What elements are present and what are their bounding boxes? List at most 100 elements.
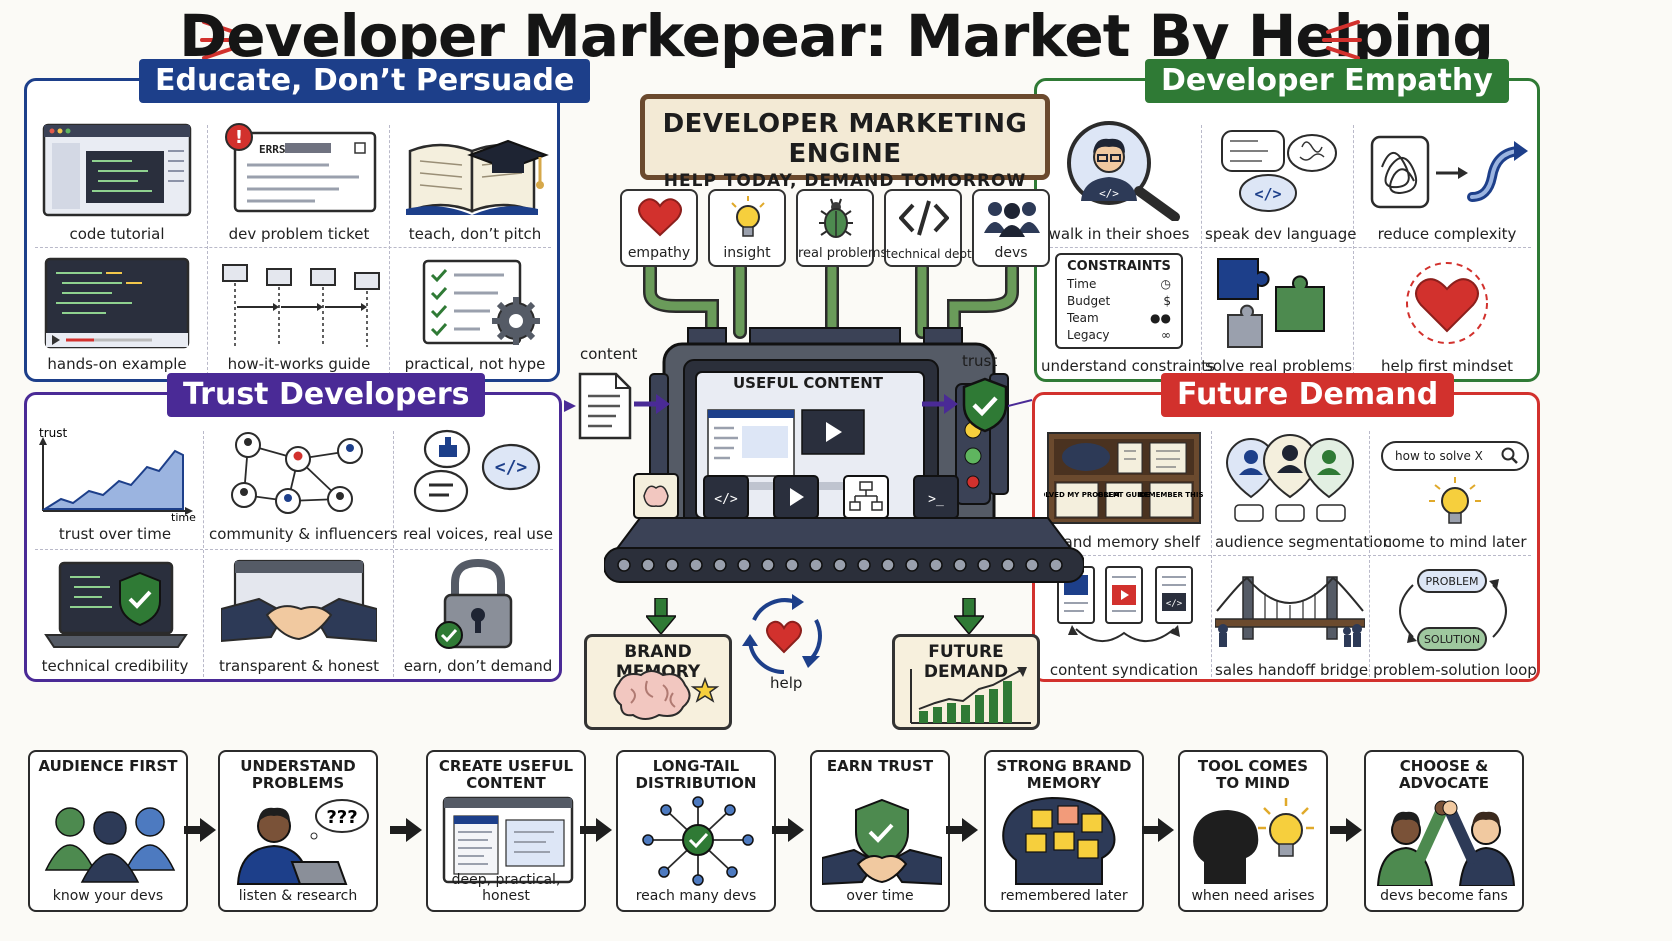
reduce-complexity-item: reduce complexity [1357, 117, 1537, 245]
teach-dont-pitch-label: teach, don’t pitch [408, 225, 542, 243]
step-understand-problems-title: UNDERSTAND PROBLEMS [240, 757, 356, 792]
title-spark-right-icon [1322, 20, 1362, 60]
engine-screen-title: USEFUL CONTENT [732, 374, 883, 392]
future-demand-down-arrow-icon [954, 598, 984, 634]
code-brackets-icon [899, 200, 949, 236]
engine-input-real-problems: real problems [796, 189, 887, 267]
speak-dev-language-item: </> speak dev language [1205, 117, 1356, 245]
trust-chart-y-label: trust [39, 426, 67, 440]
problem-solution-loop-item: PROBLEM SOLUTION problem-solution loop [1373, 563, 1537, 681]
step-earn-trust-title: EARN TRUST [826, 757, 934, 775]
solve-real-problems-label: solve real problems [1205, 357, 1353, 375]
transparent-honest-label: transparent & honest [218, 657, 380, 675]
hands-on-example-label: hands-on example [47, 355, 187, 373]
understand-constraints-label: understand constraints [1041, 357, 1215, 375]
educate-panel-title: Educate, Don’t Persuade [139, 59, 591, 103]
growth-chart-icon [910, 667, 1031, 724]
trust-panel: Trust Developers trust time trust over t… [24, 373, 562, 682]
empathy-panel-title: Developer Empathy [1145, 59, 1509, 103]
people-group-icon [984, 202, 1040, 237]
trust-over-time-item: trust time trust over time [31, 425, 199, 547]
code-editor-icon [42, 123, 192, 217]
step-earn-trust: EARN TRUST over time [810, 750, 950, 912]
constraints-title: CONSTRAINTS [1067, 259, 1171, 274]
bridge-icon [1215, 576, 1365, 647]
problem-solution-loop-label: problem-solution loop [1373, 661, 1537, 679]
loop-arrows-icon [1399, 579, 1507, 643]
content-syndication-item: </> content syndication [1041, 563, 1207, 681]
dev-problem-ticket-item: ! ERRS dev problem ticket [213, 121, 385, 245]
constraint-time: Time [1067, 277, 1097, 291]
earn-dont-demand-item: earn, don’t demand [397, 557, 559, 679]
speech-bubbles-icon: </> [413, 429, 541, 513]
transparent-honest-item: transparent & honest [209, 557, 389, 679]
shield-check-icon [962, 377, 1008, 433]
svg-text:???: ??? [326, 807, 357, 828]
technical-credibility-label: technical credibility [41, 657, 189, 675]
step-audience-first-label: know your devs [52, 888, 164, 904]
engine-subtitle: HELP TODAY, DEMAND TOMORROW [663, 171, 1027, 191]
book-graduation-cap-icon [406, 139, 549, 215]
high-five-devs-icon [1376, 800, 1516, 886]
step-arrow-7-icon [1330, 818, 1362, 842]
handshake-browser-icon [221, 559, 377, 643]
step-arrow-5-icon [946, 818, 978, 842]
video-player-icon [44, 257, 190, 349]
community-network-icon [231, 432, 363, 514]
trust-chart-x-label: time [171, 511, 196, 521]
page-title: Developer Markepear: Market By Helping [179, 2, 1494, 70]
content-arrow-icon [634, 394, 670, 414]
real-voices-label: real voices, real use [403, 525, 553, 543]
walk-in-their-shoes-item: </> walk in their shoes [1041, 117, 1197, 245]
puzzle-pieces-icon [1217, 258, 1325, 348]
step-create-useful-content: CREATE USEFUL CONTENT deep, practical, h… [426, 750, 586, 912]
step-understand-problems-label: listen & research [238, 888, 358, 904]
engine-input-devs-label: devs [994, 245, 1028, 261]
team-icon: ●● [1150, 311, 1171, 325]
heart-icon [638, 198, 682, 237]
help-cycle-label: help [770, 674, 803, 692]
step-arrow-1-icon [184, 818, 216, 842]
engine-input-technical-depth: technical depth [884, 189, 980, 267]
trust-over-time-label: trust over time [58, 525, 172, 543]
trust-growth-chart-icon: trust time [39, 426, 196, 521]
step-strong-brand-memory-title: STRONG BRAND MEMORY [996, 757, 1132, 792]
engine-input-insight: insight [708, 189, 786, 267]
engine-input-technical-depth-label: technical depth [886, 247, 980, 261]
dev-problem-ticket-label: dev problem ticket [228, 225, 370, 243]
shelf-book-guide: GREAT GUIDE [1098, 491, 1151, 499]
brand-memory-output: BRAND MEMORY [584, 634, 732, 730]
flow-steps-icon [222, 264, 380, 347]
hands-on-example-item: hands-on example [33, 255, 201, 379]
walk-in-their-shoes-label: walk in their shoes [1048, 225, 1190, 243]
svg-text:!: ! [235, 127, 243, 148]
brain-star-icon [613, 670, 720, 720]
step-audience-first-title: AUDIENCE FIRST [38, 757, 178, 775]
search-bar[interactable]: how to solve X [1381, 441, 1529, 471]
svg-text:</>: </> [1099, 187, 1119, 200]
come-to-mind-later-item: how to solve X come to mind later [1373, 429, 1537, 553]
technical-credibility-item: technical credibility [31, 557, 199, 679]
educate-panel: Educate, Don’t Persuade code tutorial ! … [24, 59, 591, 382]
code-tutorial-label: code tutorial [69, 225, 165, 243]
engine-input-empathy-label: empathy [627, 245, 691, 261]
title-spark-left-icon [200, 20, 240, 60]
ticket-error-text: ERRS [259, 143, 286, 156]
tangle-to-smooth-icon [1370, 135, 1528, 209]
future-demand-output: FUTURE DEMAND [892, 634, 1040, 730]
future-demand-panel: Future Demand SOLVED MY PROBLEM GREAT GU… [1032, 373, 1540, 682]
future-demand-output-title: FUTURE DEMAND [923, 642, 1009, 682]
dollar-icon: $ [1163, 294, 1171, 308]
clock-icon: ◷ [1160, 277, 1171, 291]
svg-text:</>: </> [1254, 185, 1281, 203]
practical-not-hype-label: practical, not hype [404, 355, 546, 373]
audience-segmentation-item: audience segmentation [1215, 429, 1392, 553]
solve-real-problems-item: solve real problems [1205, 253, 1353, 377]
bookshelf-icon: SOLVED MY PROBLEM GREAT GUIDE REMEMBER T… [1044, 432, 1204, 524]
head-sticky-notes-icon [1002, 796, 1116, 885]
step-long-tail-distribution-title: LONG-TAIL DISTRIBUTION [635, 757, 757, 792]
future-demand-panel-title: Future Demand [1161, 373, 1455, 417]
search-query-text: how to solve X [1395, 449, 1483, 463]
distribution-network-icon [642, 796, 754, 886]
reduce-complexity-label: reduce complexity [1377, 225, 1517, 243]
